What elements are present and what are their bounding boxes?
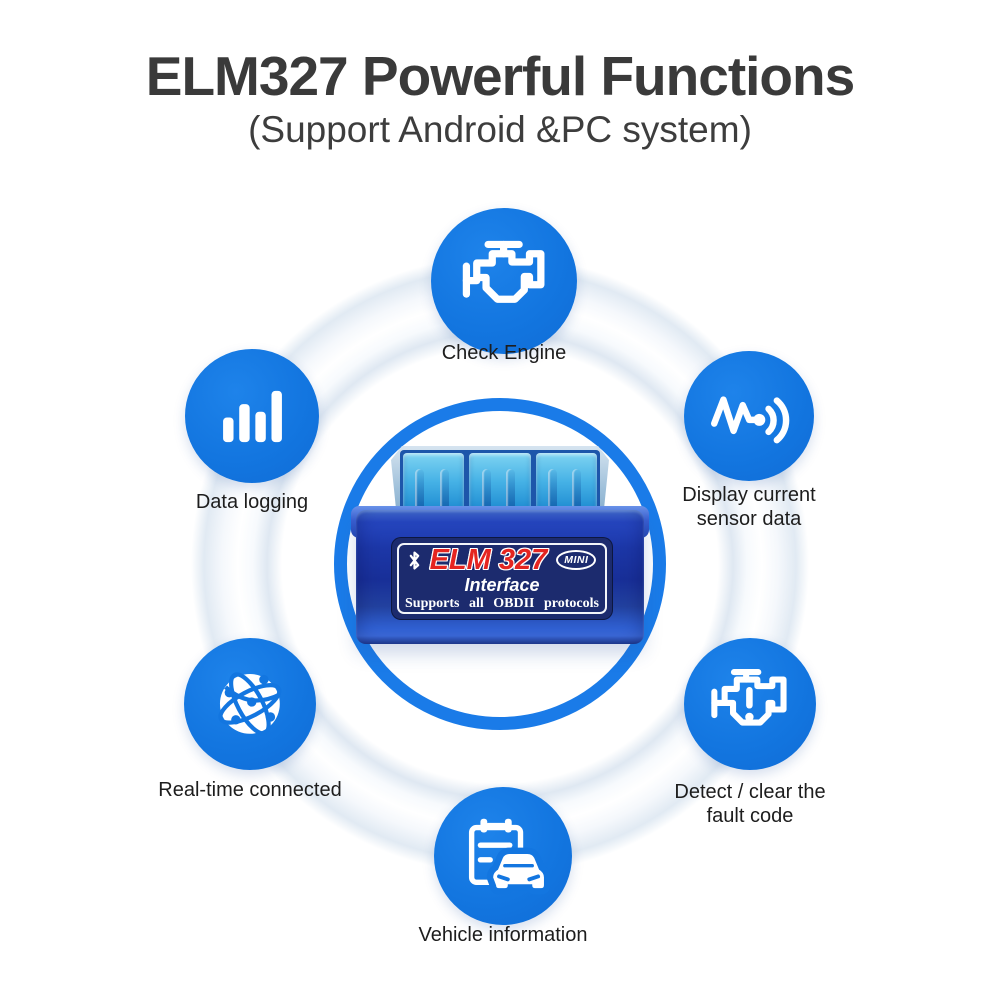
feature-label: Display current sensor data xyxy=(682,484,816,530)
device-label-panel: ELM 327 MINI Interface Supports all OBDI… xyxy=(392,538,612,619)
elm327-device: ELM 327 MINI Interface Supports all OBDI… xyxy=(351,444,649,644)
mini-badge: MINI xyxy=(556,550,597,570)
feature-vehicle-info: Vehicle information xyxy=(419,787,587,946)
bar-chart-icon xyxy=(223,391,283,443)
feature-bubble xyxy=(184,638,316,770)
feature-bubble xyxy=(434,787,572,925)
globe-network-icon xyxy=(218,672,282,736)
waveform-signal-icon xyxy=(710,396,790,444)
clipboard-car-icon xyxy=(469,818,550,895)
feature-data-logging: Data logging xyxy=(185,349,319,513)
engine-icon xyxy=(463,241,545,304)
feature-label: Data logging xyxy=(195,491,309,513)
feature-check-engine: Check Engine xyxy=(431,208,577,364)
feature-label: Check Engine xyxy=(441,342,567,364)
feature-realtime: Real-time connected xyxy=(158,638,342,801)
device-protocols-label: Supports all OBDII protocols xyxy=(405,596,599,611)
page-title: ELM327 Powerful Functions xyxy=(145,45,855,107)
feature-sensor-data: Display current sensor data xyxy=(682,351,816,530)
feature-bubble xyxy=(431,208,577,354)
feature-bubble xyxy=(185,349,319,483)
device-brand: ELM 327 xyxy=(429,544,548,576)
engine-warning-icon xyxy=(711,669,787,726)
bluetooth-icon xyxy=(408,549,421,572)
feature-label: Detect / clear the fault code xyxy=(674,781,826,827)
feature-bubble xyxy=(684,638,816,770)
feature-label: Real-time connected xyxy=(158,779,342,801)
feature-bubble xyxy=(684,351,814,481)
page-subtitle: (Support Android &PC system) xyxy=(248,109,752,150)
feature-label: Vehicle information xyxy=(418,924,588,946)
device-interface-label: Interface xyxy=(464,575,540,595)
feature-fault-code: Detect / clear the fault code xyxy=(674,638,826,827)
